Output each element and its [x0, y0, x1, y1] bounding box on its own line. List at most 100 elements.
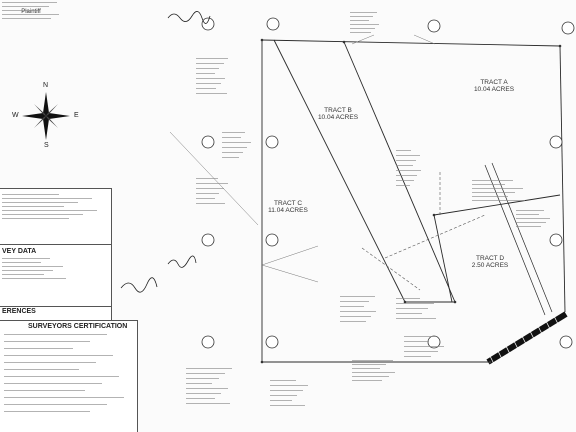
fine-print-line	[186, 383, 213, 384]
tract-b-acres: 10.04 ACRES	[317, 114, 359, 122]
fine-print-line	[196, 78, 226, 79]
fine-print-line	[186, 373, 226, 374]
fine-print-line	[2, 262, 41, 263]
fine-print-line	[4, 341, 91, 342]
easement-line-1	[484, 164, 546, 316]
fine-print-line	[270, 400, 292, 401]
fine-print-line	[186, 398, 215, 399]
certification-title: SURVEYORS CERTIFICATION	[28, 323, 128, 330]
fine-print-line	[2, 194, 60, 195]
fine-print-line	[396, 180, 414, 181]
fine-print-line	[472, 192, 516, 193]
fine-print-line	[350, 16, 374, 17]
fine-print-line	[4, 397, 125, 398]
fine-print-line	[404, 356, 432, 357]
fine-print-line	[4, 334, 108, 335]
fine-print-line	[2, 278, 66, 279]
tract-c-name: TRACT C	[273, 200, 303, 207]
fine-print-line	[2, 206, 64, 207]
fine-print-line	[2, 14, 60, 15]
top-signature-icon	[167, 11, 211, 24]
fine-print-line	[404, 341, 430, 342]
fine-print-line	[4, 404, 108, 405]
fine-print-line	[222, 142, 251, 143]
fine-print-line	[270, 390, 303, 391]
fine-print-line	[196, 73, 215, 74]
fine-print-line	[350, 12, 378, 13]
references-title: ERENCES	[2, 308, 36, 315]
fine-print-line	[472, 188, 523, 189]
survey-data-title: VEY DATA	[2, 248, 37, 255]
easement-line-2	[491, 162, 553, 313]
hatched-road	[486, 311, 568, 365]
tract-a-name: TRACT A	[480, 79, 508, 86]
tract-c-acres: 11.04 ACRES	[268, 207, 308, 215]
fine-print-line	[4, 355, 113, 356]
fine-print-line	[516, 214, 540, 215]
fine-print-line	[2, 270, 54, 271]
fine-print-line	[350, 24, 379, 25]
tract-a-b-divider-line	[343, 41, 456, 303]
tract-a-label: TRACT A 10.04 ACRES	[468, 79, 520, 94]
fine-print-line	[350, 32, 371, 33]
fine-print-line	[2, 266, 63, 267]
fine-print-line	[196, 68, 220, 69]
fine-print-line	[196, 183, 229, 184]
fine-print-line	[4, 411, 91, 412]
survey-data-box	[0, 244, 112, 308]
fine-print-line	[404, 336, 436, 337]
fine-print-line	[472, 200, 526, 201]
fine-print-line	[352, 368, 380, 369]
fine-print-line	[350, 28, 375, 29]
fine-print-line	[196, 193, 220, 194]
general-notes-box	[0, 188, 112, 246]
fine-print-line	[222, 157, 239, 158]
fine-print-line	[2, 210, 97, 211]
fine-print-line	[396, 298, 421, 299]
fine-print-line	[2, 202, 78, 203]
fine-print-line	[340, 321, 366, 322]
tract-a-d-divider-line	[433, 194, 561, 216]
fine-print-line	[4, 369, 79, 370]
tract-a-acres: 10.04 ACRES	[473, 86, 515, 94]
fine-print-line	[186, 368, 232, 369]
fine-print-line	[404, 351, 438, 352]
fine-print-line	[4, 362, 96, 363]
tract-b-name: TRACT B	[324, 107, 352, 114]
compass-north-label: N	[43, 82, 49, 89]
compass-west-label: W	[12, 112, 19, 119]
fine-print-line	[2, 258, 50, 259]
fine-print-line	[2, 18, 52, 19]
fine-print-line	[196, 203, 226, 204]
fine-print-line	[352, 372, 396, 373]
dashed-setback-line-1	[384, 214, 486, 259]
tract-d-acres: 2.50 ACRES	[471, 262, 509, 270]
fine-print-line	[340, 311, 377, 312]
compass-rose-icon	[22, 92, 70, 140]
fine-print-line	[270, 380, 296, 381]
fine-print-line	[2, 214, 83, 215]
tract-b-c-divider-line	[273, 39, 406, 303]
header-owner-name: Plaintiff	[21, 9, 41, 15]
approval-signature-icon	[120, 277, 158, 293]
fine-print-line	[396, 150, 412, 151]
fine-print-line	[396, 170, 421, 171]
fine-print-line	[2, 274, 44, 275]
tract-d-label: TRACT D 2.50 ACRES	[464, 255, 516, 270]
fine-print-line	[396, 175, 418, 176]
fine-print-line	[352, 360, 393, 361]
fine-print-line	[186, 403, 230, 404]
fine-print-line	[4, 376, 119, 377]
fine-print-line	[516, 218, 551, 219]
compass-east-label: E	[74, 112, 79, 119]
fine-print-line	[222, 132, 246, 133]
fine-print-line	[222, 137, 242, 138]
fine-print-line	[4, 348, 74, 349]
fine-print-line	[396, 303, 435, 304]
north-boundary-line	[261, 39, 561, 47]
fine-print-line	[186, 388, 228, 389]
fine-print-line	[396, 185, 411, 186]
fine-print-line	[196, 178, 218, 179]
